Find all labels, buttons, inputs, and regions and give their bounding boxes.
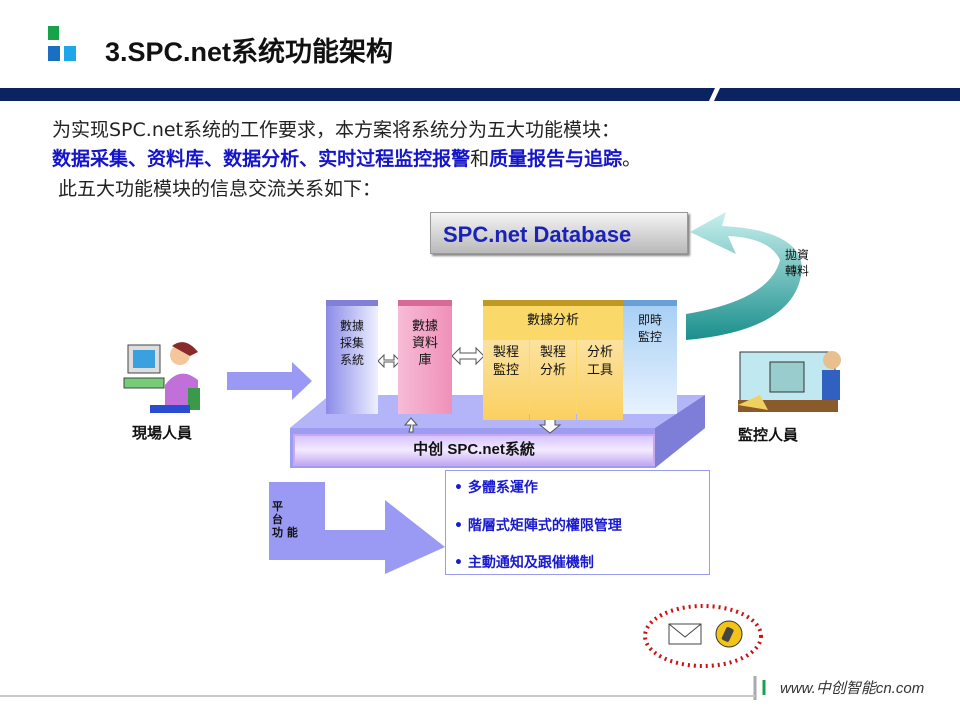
col-text: 數據 — [339, 319, 364, 333]
intro-line-3: 此五大功能模块的信息交流关系如下： — [58, 178, 382, 200]
field-staff-icon — [123, 342, 200, 413]
transfer-arrow — [686, 212, 802, 340]
feature-item: • 階層式矩陣式的權限管理 — [454, 518, 622, 534]
arrow-right — [227, 362, 312, 400]
platform-arrow — [269, 482, 445, 574]
module: 质量报告与追踪 — [489, 148, 623, 170]
up-arrow — [403, 417, 419, 433]
col-realtime-monitor: 即時監控 — [623, 300, 677, 414]
logo-square-blue — [48, 46, 60, 61]
conj: 和 — [470, 148, 490, 170]
sub-process-analysis: 製程分析 — [530, 340, 576, 420]
feature-item: • 多體系運作 — [454, 480, 538, 496]
footer-line — [0, 695, 755, 697]
platform-label-line: 台 — [272, 513, 283, 526]
module: 资料库 — [147, 148, 205, 170]
page-title: 3.SPC.net系统功能架构 — [105, 37, 394, 67]
intro-line-1: 为实现SPC.net系统的工作要求，本方案将系统分为五大功能模块： — [52, 119, 621, 141]
feature-text: 多體系運作 — [467, 480, 538, 496]
module: 数据分析 — [223, 148, 300, 170]
sub-text: 製程 — [492, 345, 519, 360]
sep: 、 — [128, 148, 148, 170]
field-staff-label: 現場人員 — [132, 424, 193, 442]
double-arrow-1 — [377, 353, 401, 369]
monitor-staff-icon — [738, 351, 841, 412]
sep: 、 — [299, 148, 319, 170]
double-arrow-2 — [451, 346, 485, 366]
sub-text: 分析 — [539, 363, 566, 378]
col-database: 數據資料庫 — [398, 300, 452, 414]
monitor-staff-label: 監控人員 — [738, 426, 799, 444]
col-text: 庫 — [418, 353, 432, 368]
footer-url: www.中创智能cn.com — [780, 680, 925, 697]
col-data-collection: 數據採集系統 — [326, 300, 378, 414]
feature-text: 階層式矩陣式的權限管理 — [467, 518, 622, 534]
database-box: SPC.net Database — [430, 212, 688, 254]
sub-text: 分析 — [586, 345, 613, 360]
platform-side — [655, 395, 705, 468]
col-text: 即時 — [637, 313, 662, 327]
transfer-label: 拋資 轉料 — [785, 247, 809, 279]
feature-text: 主動通知及跟催機制 — [467, 555, 594, 571]
module: 数据采集 — [52, 148, 129, 170]
phone-icon — [715, 620, 743, 648]
col-text: 數據 — [411, 319, 438, 334]
platform-label-line: 平 — [272, 500, 283, 513]
sub-text: 監控 — [492, 363, 519, 378]
sub-text: 工具 — [586, 363, 613, 378]
period: 。 — [622, 148, 642, 170]
sub-process-monitor: 製程監控 — [483, 340, 529, 420]
module: 实时过程监控报警 — [318, 148, 471, 170]
envelope-icon — [668, 623, 702, 645]
col-text: 系統 — [339, 353, 364, 367]
sub-analysis-tools: 分析工具 — [577, 340, 623, 420]
col-text: 資料 — [411, 336, 438, 351]
intro-line-2: 数据采集、资料库、数据分析、实时过程监控报警和质量报告与追踪。 — [52, 144, 641, 171]
system-bar: 中创 SPC.net系統 — [293, 434, 655, 466]
analysis-title: 數據分析 — [526, 313, 579, 328]
col-data-analysis: 數據分析 製程監控 製程分析 分析工具 — [483, 300, 623, 420]
sub-text: 製程 — [539, 345, 566, 360]
sep: 、 — [204, 148, 224, 170]
transfer-label-line: 拋資 — [785, 248, 810, 262]
col-text: 採集 — [339, 336, 364, 350]
transfer-label-line: 轉料 — [785, 264, 810, 278]
feature-item: • 主動通知及跟催機制 — [454, 555, 594, 571]
features-box: • 多體系運作 • 階層式矩陣式的權限管理 • 主動通知及跟催機制 — [445, 470, 710, 575]
platform-label-line: 功 能 — [272, 526, 298, 539]
header-band — [0, 88, 960, 101]
logo-square-lightblue — [64, 46, 76, 61]
platform-label: 平台功 能 — [272, 500, 298, 539]
notification-ellipse — [643, 604, 763, 668]
logo-square-green — [48, 26, 59, 40]
col-text: 監控 — [637, 330, 662, 344]
